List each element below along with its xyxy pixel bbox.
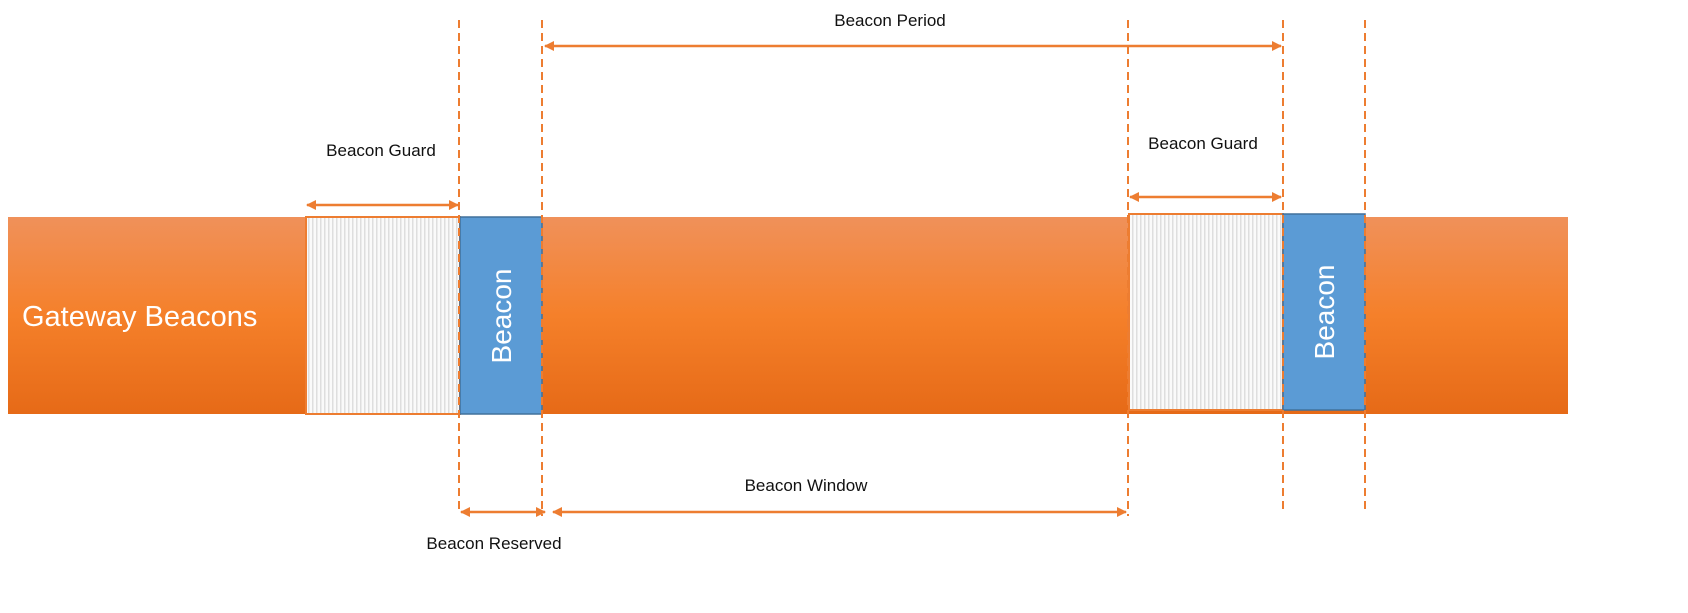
beacon-guard-block-2 <box>1128 213 1284 411</box>
beacon-period-label: Beacon Period <box>834 11 946 30</box>
beacon-label-2: Beacon <box>1309 265 1340 360</box>
beacon-label-1: Beacon <box>486 269 517 364</box>
beacon-window-label: Beacon Window <box>745 476 869 495</box>
beacon-reserved-label: Beacon Reserved <box>426 534 561 553</box>
beacon-guard-block-1 <box>305 216 461 415</box>
bar-label: Gateway Beacons <box>22 301 257 333</box>
beacon-block-2 <box>1282 213 1366 411</box>
beacon-block-1 <box>459 216 543 415</box>
beacon-guard-label-2: Beacon Guard <box>1148 134 1258 153</box>
beacon-guard-label-1: Beacon Guard <box>326 141 436 160</box>
